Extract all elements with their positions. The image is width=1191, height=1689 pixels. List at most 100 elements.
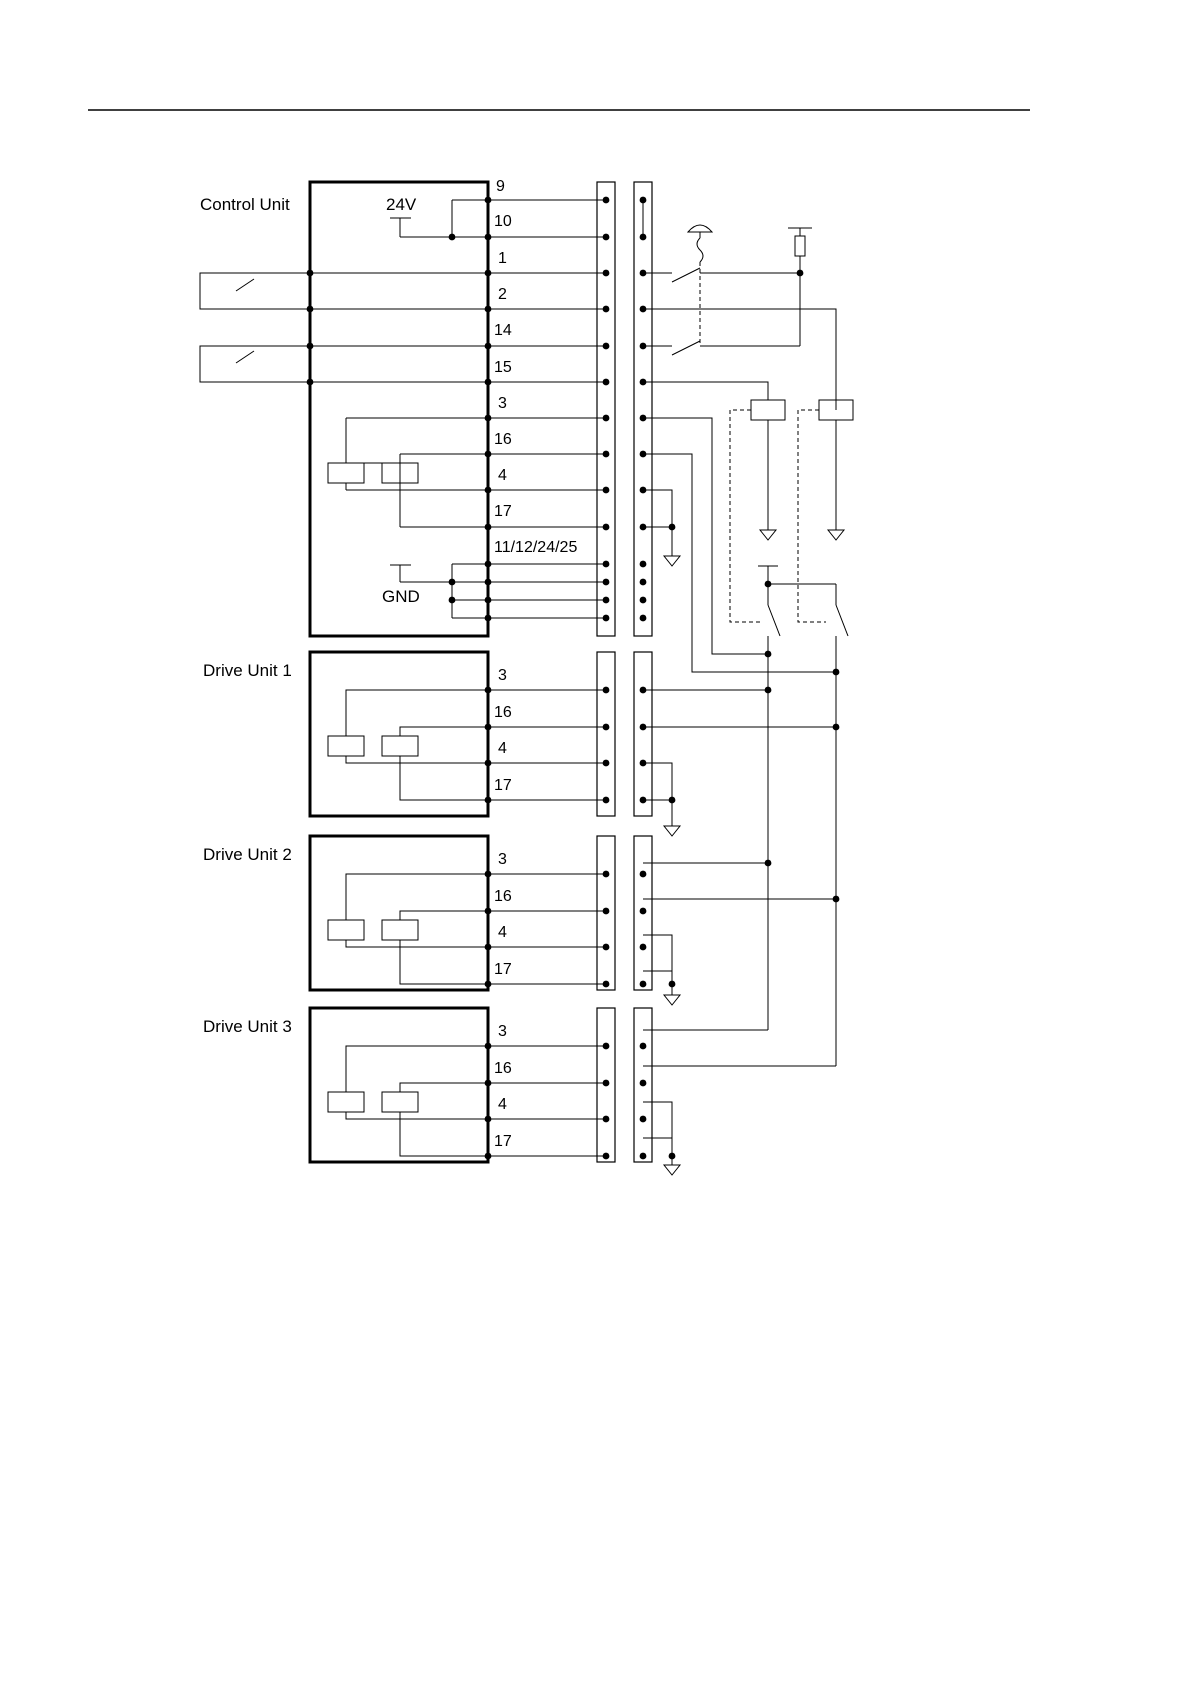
junction-dot <box>307 379 314 386</box>
fuse-icon <box>788 228 812 346</box>
cu-pin-ground-group: 11/12/24/25 <box>494 539 577 556</box>
junction-dot <box>603 797 610 804</box>
junction-dot <box>640 197 647 204</box>
drive-unit-label: Drive Unit 1 <box>203 661 292 680</box>
junction-dot <box>669 981 676 988</box>
drive-unit-pin: 3 <box>498 851 507 868</box>
control-unit-box <box>310 182 488 636</box>
cu-pin-10: 10 <box>494 213 512 230</box>
junction-dot <box>485 234 492 241</box>
supply-voltage-label: 24V <box>386 195 417 214</box>
junction-dot <box>485 1116 492 1123</box>
drive-unit-box <box>310 652 488 816</box>
junction-dot <box>640 579 647 586</box>
ground-icon <box>828 530 844 540</box>
junction-dot <box>640 561 647 568</box>
junction-dot <box>603 561 610 568</box>
junction-dot <box>485 379 492 386</box>
junction-dot <box>603 871 610 878</box>
ground-label: GND <box>382 587 420 606</box>
junction-dot <box>307 306 314 313</box>
junction-dot <box>485 944 492 951</box>
terminal-strip-right <box>634 182 652 636</box>
junction-dot <box>603 1043 610 1050</box>
terminal-strip-left <box>597 182 615 636</box>
junction-dot <box>640 724 647 731</box>
junction-dot <box>449 234 456 241</box>
junction-dot <box>485 451 492 458</box>
cu-pin-9: 9 <box>496 178 505 195</box>
junction-dot <box>640 871 647 878</box>
junction-dot <box>640 1116 647 1123</box>
junction-dot <box>485 1080 492 1087</box>
junction-dot <box>669 524 676 531</box>
junction-dot <box>640 760 647 767</box>
external-circuit <box>643 200 853 1175</box>
junction-dot <box>485 760 492 767</box>
junction-dot <box>669 1153 676 1160</box>
junction-dot <box>603 524 610 531</box>
junction-dot <box>485 615 492 622</box>
drive-unit-pin: 16 <box>494 704 512 721</box>
drive-unit-box <box>310 836 488 990</box>
junction-dot <box>603 451 610 458</box>
junction-dot <box>485 908 492 915</box>
junction-dot <box>449 597 456 604</box>
junction-dot <box>603 306 610 313</box>
junction-dot <box>640 615 647 622</box>
ground-icon <box>664 826 680 836</box>
connector-strips <box>597 182 652 1162</box>
control-unit-label: Control Unit <box>200 195 290 214</box>
junction-dot <box>603 615 610 622</box>
drive-unit-pin: 16 <box>494 1060 512 1077</box>
junction-dot <box>485 1043 492 1050</box>
junction-dot <box>603 724 610 731</box>
junction-dot <box>485 487 492 494</box>
junction-dots <box>307 197 840 1160</box>
drive-unit-pin: 3 <box>498 667 507 684</box>
junction-dot <box>833 724 840 731</box>
drive-unit-box <box>310 1008 488 1162</box>
junction-dot <box>640 524 647 531</box>
ground-icon <box>664 995 680 1005</box>
junction-dot <box>603 597 610 604</box>
junction-dot <box>603 687 610 694</box>
junction-dot <box>485 561 492 568</box>
ground-icon <box>664 556 680 566</box>
drive-unit-pin: 17 <box>494 777 512 794</box>
junction-dot <box>765 687 772 694</box>
junction-dot <box>640 797 647 804</box>
junction-dot <box>640 597 647 604</box>
drive-unit-pin: 3 <box>498 1023 507 1040</box>
junction-dot <box>765 860 772 867</box>
junction-dot <box>797 270 804 277</box>
junction-dot <box>640 1153 647 1160</box>
junction-dot <box>603 234 610 241</box>
junction-dot <box>603 944 610 951</box>
junction-dot <box>485 524 492 531</box>
junction-dot <box>307 270 314 277</box>
junction-dot <box>603 415 610 422</box>
junction-dot <box>485 579 492 586</box>
cu-pin-14: 14 <box>494 322 512 339</box>
junction-dot <box>640 908 647 915</box>
junction-dot <box>669 797 676 804</box>
ground-icon <box>664 1165 680 1175</box>
junction-dot <box>640 415 647 422</box>
cu-pin-3: 3 <box>498 395 507 412</box>
control-unit: Control Unit 24V GND 9 10 1 2 14 15 3 16… <box>200 178 606 636</box>
junction-dot <box>485 343 492 350</box>
junction-dot <box>603 908 610 915</box>
junction-dot <box>765 581 772 588</box>
junction-dot <box>640 1080 647 1087</box>
junction-dot <box>833 669 840 676</box>
junction-dot <box>603 1153 610 1160</box>
junction-dot <box>640 1043 647 1050</box>
junction-dot <box>640 944 647 951</box>
junction-dot <box>640 234 647 241</box>
junction-dot <box>640 981 647 988</box>
junction-dot <box>640 487 647 494</box>
